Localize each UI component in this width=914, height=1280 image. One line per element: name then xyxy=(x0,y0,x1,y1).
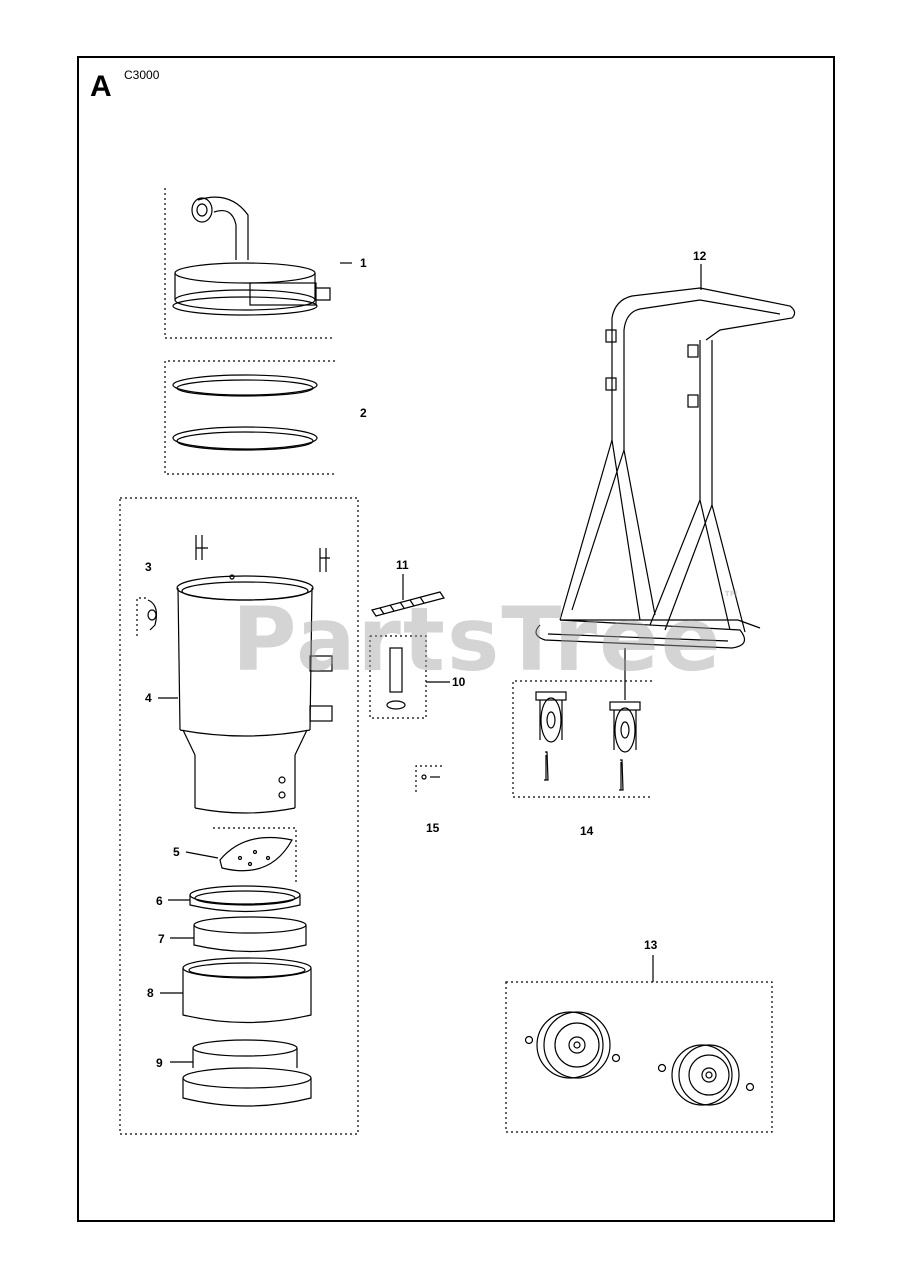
callout-4: 4 xyxy=(145,691,152,705)
callout-12: 12 xyxy=(693,249,707,263)
watermark: PartsTree™ xyxy=(232,588,743,691)
callout-7: 7 xyxy=(158,932,165,946)
callout-9: 9 xyxy=(156,1056,163,1070)
part-6-ring xyxy=(168,885,301,913)
callout-2: 2 xyxy=(360,406,367,420)
part-13-wheels xyxy=(505,955,773,1133)
part-14-casters xyxy=(512,648,652,798)
container-group-box xyxy=(119,497,359,1135)
part-10-pin xyxy=(369,635,450,719)
callout-5: 5 xyxy=(173,845,180,859)
part-9-base xyxy=(170,1039,312,1107)
callout-3: 3 xyxy=(145,560,152,574)
callout-14: 14 xyxy=(580,824,594,838)
callout-1: 1 xyxy=(360,256,367,270)
part-5-filter-plate xyxy=(185,827,297,884)
callout-6: 6 xyxy=(156,894,163,908)
model-label: C3000 xyxy=(124,68,160,82)
part-12-trolley-frame xyxy=(535,264,796,649)
part-1-lid-assembly xyxy=(164,188,352,339)
callout-15: 15 xyxy=(426,821,440,835)
part-15-small-part xyxy=(415,765,444,792)
callout-13: 13 xyxy=(644,938,658,952)
callout-10: 10 xyxy=(452,675,466,689)
part-2-rings xyxy=(164,360,335,475)
part-7-band xyxy=(170,916,307,953)
diagram-frame xyxy=(77,56,835,1222)
callout-8: 8 xyxy=(147,986,154,1000)
section-letter: A xyxy=(90,70,112,103)
callout-11: 11 xyxy=(396,558,409,572)
part-4-container xyxy=(158,574,333,814)
part-8-drum xyxy=(160,957,312,1024)
part-3-clips xyxy=(136,535,330,636)
part-11-fastener xyxy=(371,574,445,617)
